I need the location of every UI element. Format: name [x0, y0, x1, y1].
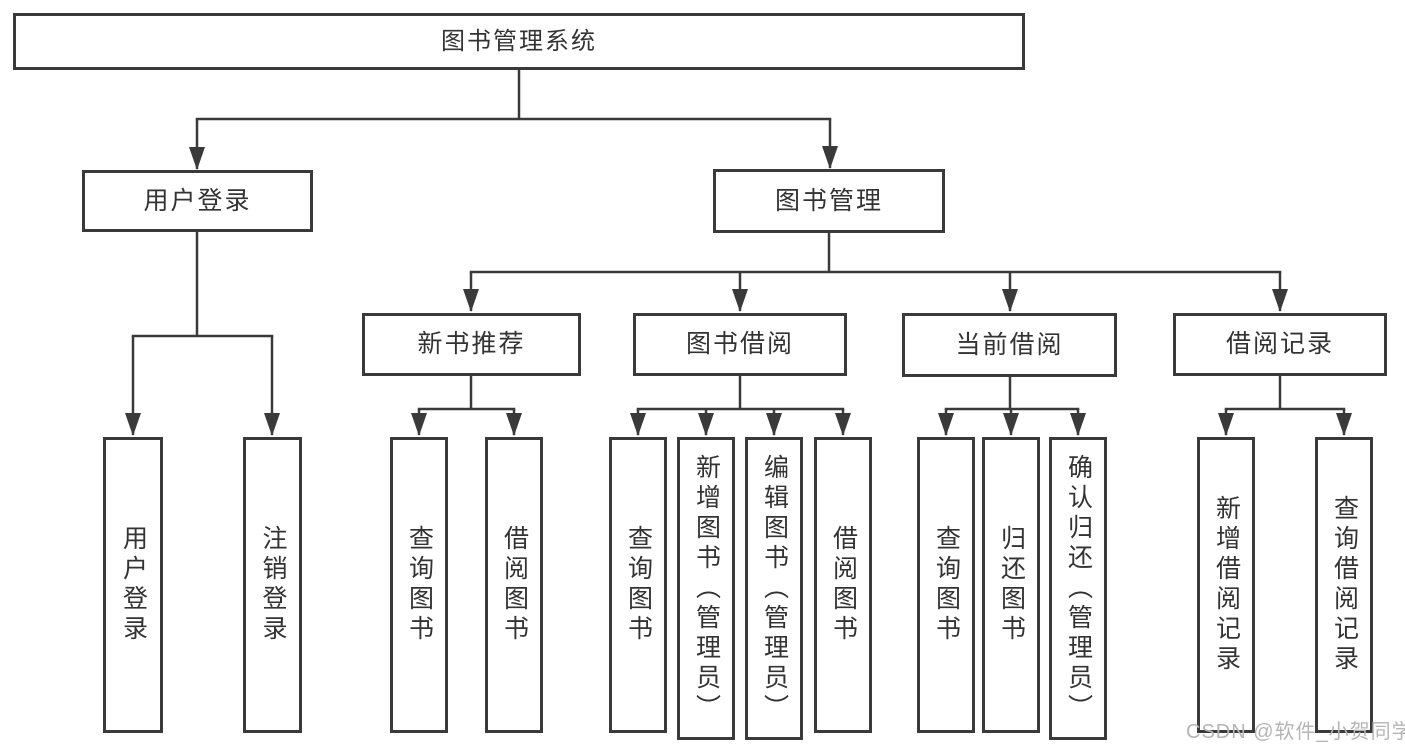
leaf-confirm-return-admin: 确认归还（管理员） [1049, 437, 1107, 740]
node-current-borrowing: 当前借阅 [902, 313, 1117, 377]
leaf-current-query-books: 查询图书 [917, 437, 975, 733]
leaf-edit-books-admin: 编辑图书（管理员） [745, 437, 803, 740]
leaf-logout: 注销登录 [243, 437, 302, 733]
node-new-book-recommendation: 新书推荐 [362, 313, 581, 376]
leaf-query-borrow-record: 查询借阅记录 [1315, 437, 1373, 733]
leaf-recommend-query-books: 查询图书 [390, 437, 448, 733]
csdn-watermark: CSDN @软件_小贺同学 [1186, 721, 1405, 743]
node-borrowing-records: 借阅记录 [1173, 313, 1387, 376]
leaf-return-books: 归还图书 [982, 437, 1040, 733]
leaf-recommend-borrow-books: 借阅图书 [485, 437, 543, 733]
leaf-add-books-admin: 新增图书（管理员） [677, 437, 735, 740]
leaf-borrowing-borrow-books: 借阅图书 [814, 437, 872, 733]
node-user-login: 用户登录 [82, 170, 313, 232]
node-library-management-system: 图书管理系统 [13, 13, 1025, 70]
node-book-management: 图书管理 [713, 169, 945, 233]
leaf-user-login: 用户登录 [103, 437, 163, 733]
leaf-borrowing-query-books: 查询图书 [609, 437, 667, 733]
leaf-add-borrow-record: 新增借阅记录 [1197, 437, 1255, 733]
node-book-borrowing: 图书借阅 [633, 313, 847, 376]
